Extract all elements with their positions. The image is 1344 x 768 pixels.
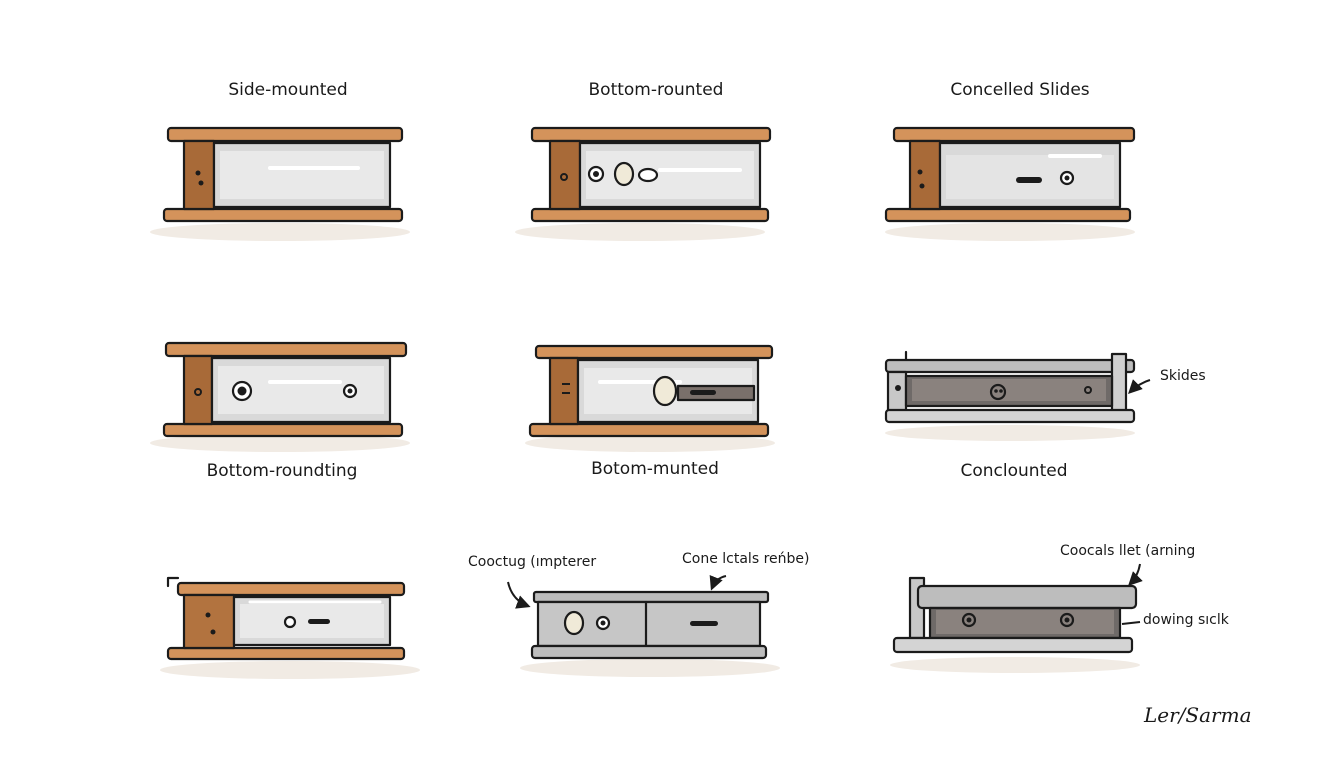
skides-arrow — [1128, 379, 1151, 394]
drawer-conclounted — [884, 350, 1136, 424]
annotation-cooctug: Cooctug (ımpterer — [468, 554, 596, 570]
drawer-concelled-slides — [884, 126, 1136, 223]
shadows — [150, 223, 1140, 679]
signature: Ler/Sarma — [1143, 703, 1252, 727]
drawer-row3-wood — [166, 576, 406, 661]
annotation-dowing: dowing sıclk — [1143, 612, 1230, 628]
label-concelled-slides: Concelled Slides — [950, 80, 1089, 100]
label-side-mounted: Side-mounted — [228, 80, 347, 100]
drawer-row3-concealed — [892, 563, 1143, 654]
drawer-side-mounted — [162, 126, 404, 223]
label-botom-munted: Botom-munted — [591, 459, 719, 479]
label-conclounted: Conclounted — [961, 461, 1068, 481]
annotation-skides: Skides — [1160, 368, 1206, 384]
annotation-cone-lctals: Cone lctals reńbe) — [682, 551, 809, 567]
label-bottom-rounted: Bottom-rounted — [589, 80, 724, 100]
label-bottom-roundting: Bottom-roundting — [207, 461, 358, 481]
drawer-bottom-roundting — [162, 341, 408, 438]
drawer-botom-munted — [528, 344, 774, 438]
annotation-coocals: Coocals llet (arning — [1060, 543, 1195, 559]
drawer-bottom-rounted — [530, 126, 772, 223]
drawer-row3-metal — [507, 575, 770, 660]
